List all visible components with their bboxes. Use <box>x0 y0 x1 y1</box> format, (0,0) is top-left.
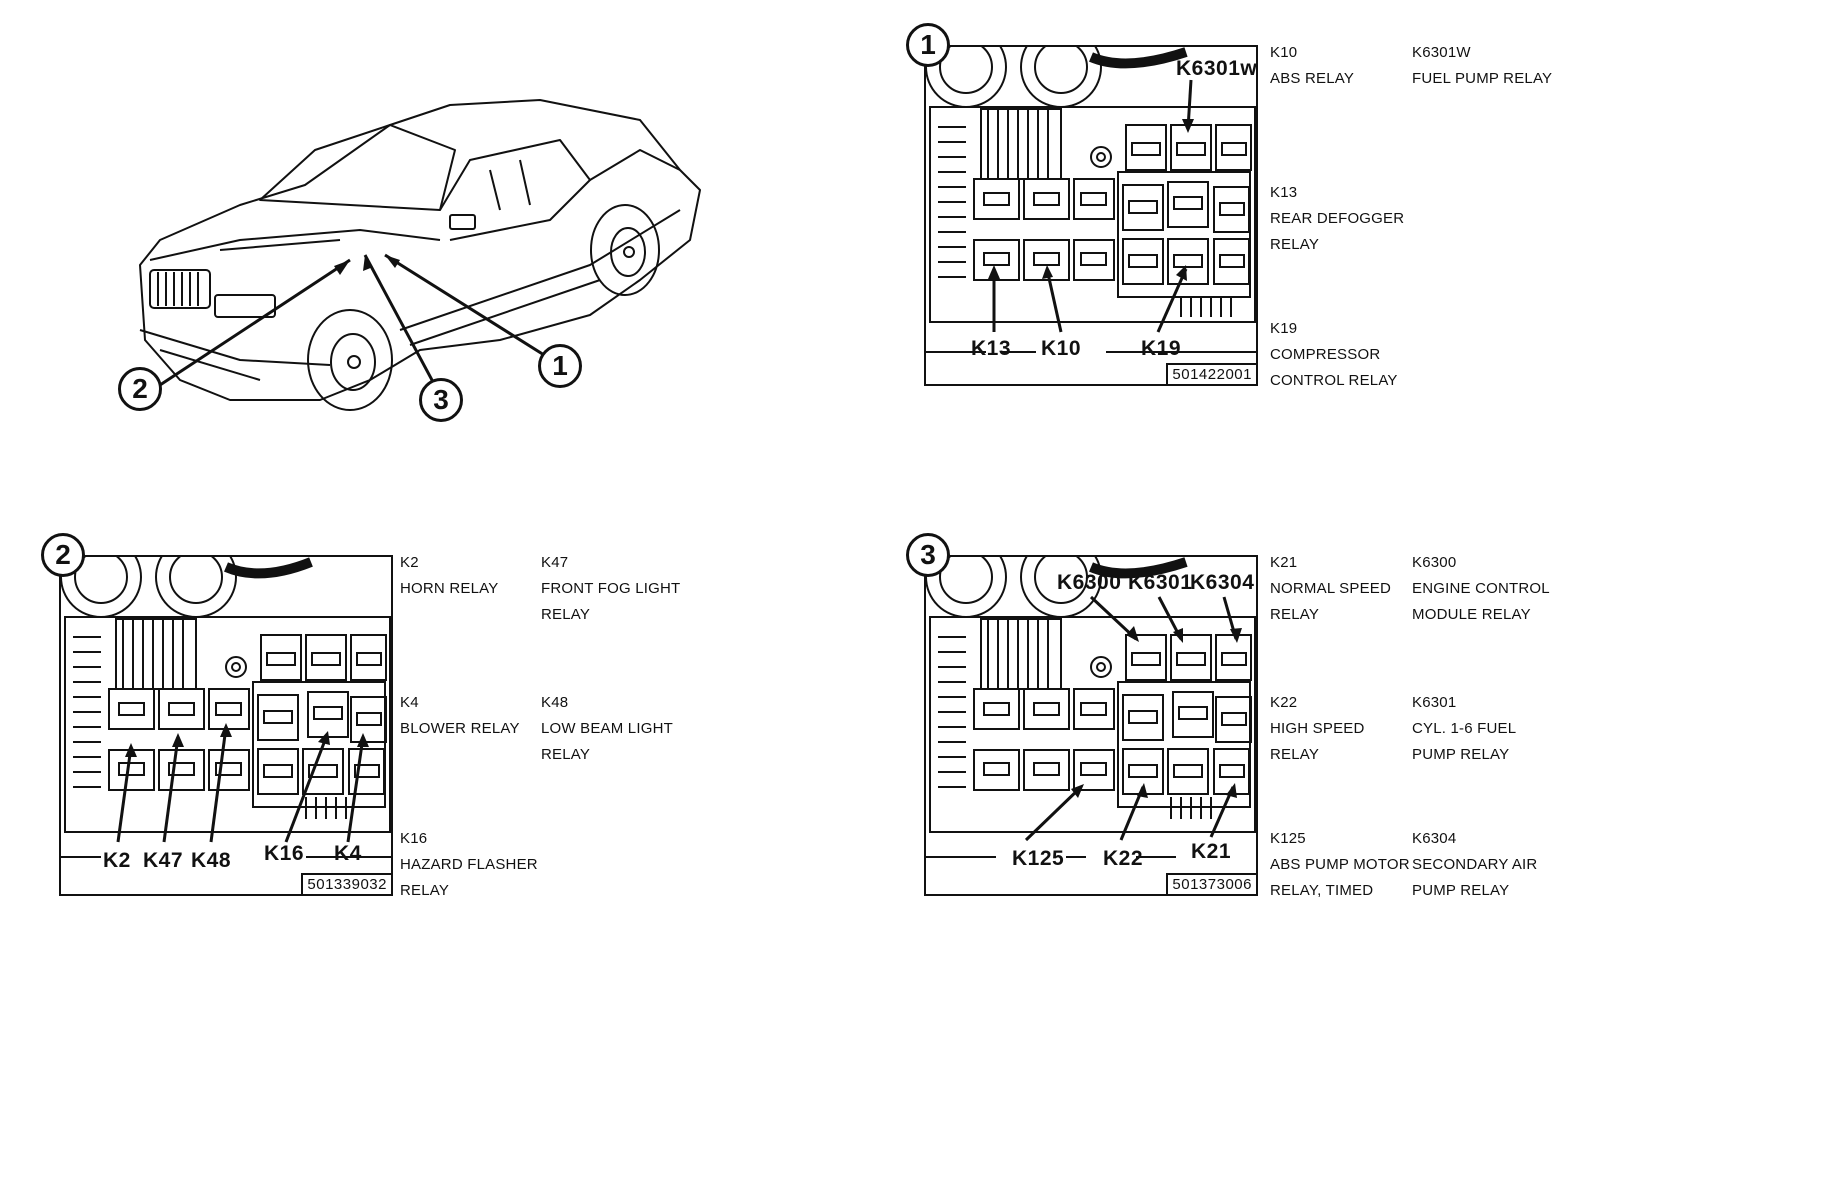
panel-code: 501339032 <box>301 873 391 894</box>
label-k2: K2 <box>103 849 131 872</box>
legend-desc: COMPRESSOR CONTROL RELAY <box>1270 346 1398 389</box>
label-k21: K21 <box>1191 840 1232 863</box>
car-illustration <box>139 99 701 411</box>
legend-id: K13 <box>1270 184 1298 201</box>
label-k16: K16 <box>264 842 305 865</box>
relay-panel-1: K6301w K13 K10 K19 501422001 <box>924 45 1258 386</box>
panel-code: 501373006 <box>1166 873 1256 894</box>
legend-desc: REAR DEFOGGER RELAY <box>1270 210 1405 253</box>
legend-desc: BLOWER RELAY <box>400 720 520 737</box>
legend-id: K125 <box>1270 830 1306 847</box>
legend-id: K16 <box>400 830 428 847</box>
legend-desc: FRONT FOG LIGHT RELAY <box>541 580 681 623</box>
legend-desc: HORN RELAY <box>400 580 499 597</box>
label-k10: K10 <box>1041 337 1082 360</box>
legend-desc: LOW BEAM LIGHT RELAY <box>541 720 673 763</box>
relay-panel-3-drawing <box>926 557 1256 858</box>
legend-id: K6300 <box>1412 554 1457 571</box>
label-k6300: K6300 <box>1057 571 1122 594</box>
relay-panel-3: K6300 K6301 K6304 K125 K22 K21 501373006 <box>924 555 1258 896</box>
label-k22: K22 <box>1103 847 1144 870</box>
label-k19: K19 <box>1141 337 1182 360</box>
legend-desc: NORMAL SPEED RELAY <box>1270 580 1392 623</box>
relay-panel-1-drawing <box>926 47 1256 353</box>
panel-3-number: 3 <box>906 533 950 577</box>
callout-2: 2 <box>118 367 162 411</box>
panel-code: 501422001 <box>1166 363 1256 384</box>
legend-id: K4 <box>400 694 419 711</box>
legend-desc: ABS RELAY <box>1270 70 1355 87</box>
legend-desc: SECONDARY AIR PUMP RELAY <box>1412 856 1538 899</box>
legend-desc: ENGINE CONTROL MODULE RELAY <box>1412 580 1550 623</box>
legend-k6301w: K6301wFUEL PUMP RELAY <box>1412 40 1552 92</box>
relay-panel-2-drawing <box>61 557 391 858</box>
callout-1: 1 <box>538 344 582 388</box>
legend-id: K48 <box>541 694 569 711</box>
legend-desc: HIGH SPEED RELAY <box>1270 720 1365 763</box>
label-k6304: K6304 <box>1190 571 1255 594</box>
legend-id: K6301 <box>1412 694 1457 711</box>
relay-panel-2: K2 K47 K48 K16 K4 501339032 <box>59 555 393 896</box>
label-k125: K125 <box>1012 847 1065 870</box>
legend-id: K6304 <box>1412 830 1457 847</box>
legend-desc: FUEL PUMP RELAY <box>1412 70 1553 87</box>
legend-id: K22 <box>1270 694 1298 711</box>
legend-id: K2 <box>400 554 419 571</box>
label-k4: K4 <box>334 842 362 865</box>
panel-1-number: 1 <box>906 23 950 67</box>
legend-id: K47 <box>541 554 569 571</box>
label-k48: K48 <box>191 849 232 872</box>
callout-3: 3 <box>419 378 463 422</box>
legend-desc: ABS PUMP MOTOR RELAY, TIMED <box>1270 856 1410 899</box>
legend-id: K19 <box>1270 320 1298 337</box>
legend-desc: CYL. 1-6 FUEL PUMP RELAY <box>1412 720 1517 763</box>
legend-id: K6301w <box>1412 44 1471 61</box>
label-k47: K47 <box>143 849 184 872</box>
label-k13: K13 <box>971 337 1012 360</box>
legend-id: K21 <box>1270 554 1298 571</box>
legend-desc: HAZARD FLASHER RELAY <box>400 856 538 899</box>
panel-2-number: 2 <box>41 533 85 577</box>
label-k6301: K6301 <box>1128 571 1193 594</box>
legend-id: K10 <box>1270 44 1298 61</box>
label-k6301w: K6301w <box>1176 57 1258 80</box>
